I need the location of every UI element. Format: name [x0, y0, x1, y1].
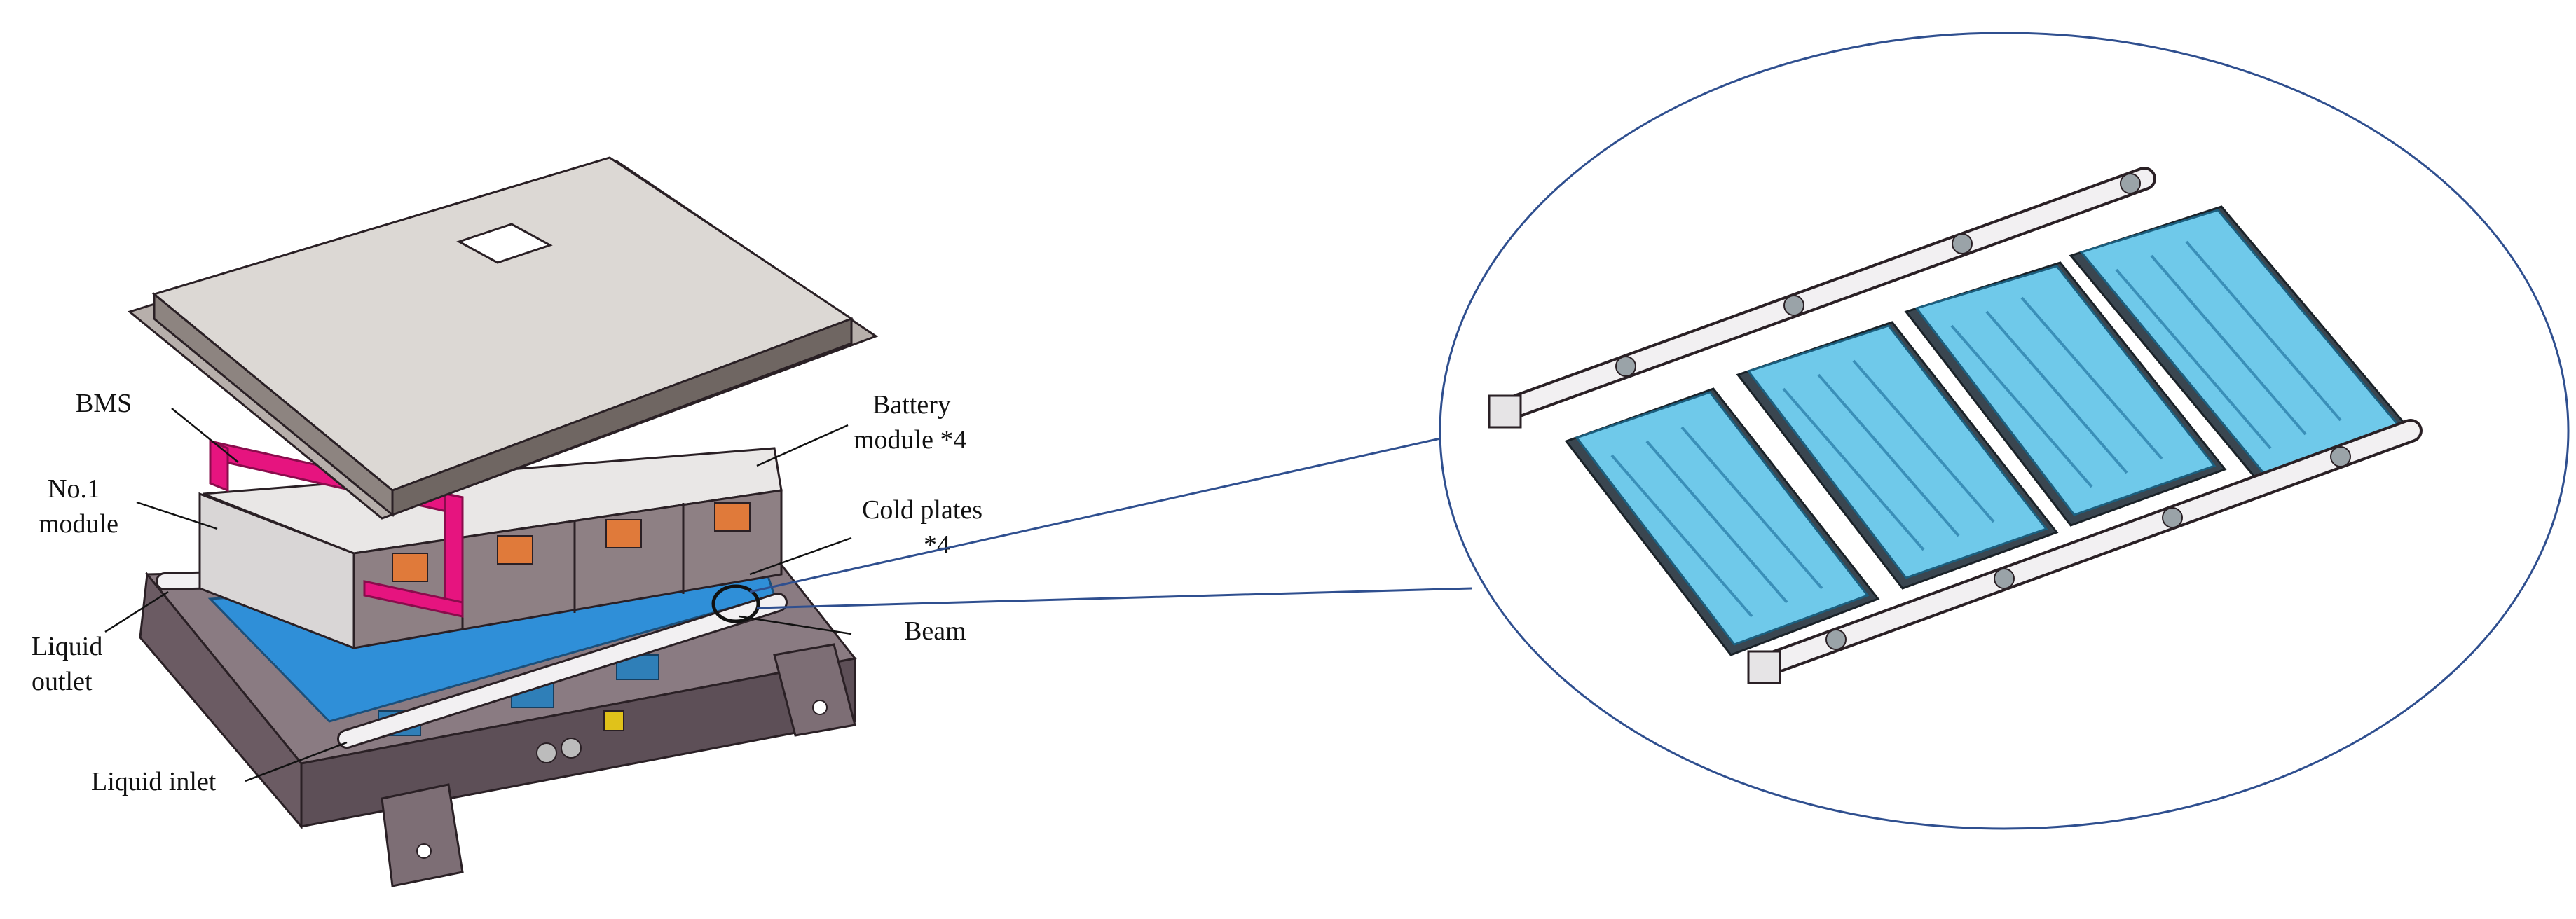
callout-line-lower [756, 587, 1472, 609]
leader-no1-module [136, 501, 218, 530]
detail-cold-plate-3 [1904, 261, 2227, 527]
battery-pack-exploded-view: BMS Battery module *4 No.1 module Cold p… [32, 156, 982, 887]
module-terminal-3 [605, 519, 642, 548]
pack-labels: BMS Battery module *4 No.1 module Cold p… [32, 389, 982, 796]
beam-magnifier-circle [711, 584, 760, 623]
detail-pipe-top [1488, 167, 2156, 429]
label-no1-module-line2: module [39, 509, 118, 539]
leader-battery-module [756, 424, 849, 467]
leader-bms [171, 408, 239, 463]
cover-side-right [391, 317, 853, 517]
detail-cold-plate-2 [1736, 321, 2059, 590]
label-liquid-inlet: Liquid inlet [91, 767, 217, 796]
detail-pipe-bottom [1747, 419, 2423, 684]
module-terminal-2 [497, 535, 533, 565]
mount-bracket-right [773, 643, 856, 737]
connector-yellow [603, 710, 624, 731]
callout-connector [749, 436, 1472, 609]
leader-liquid-inlet [245, 741, 348, 782]
connector-1 [536, 742, 557, 763]
mount-bracket-front-left [381, 783, 464, 887]
bms-frame-foot [363, 580, 464, 618]
pipe-inlet-fill [339, 595, 786, 747]
label-no1-module-line1: No.1 [48, 474, 100, 504]
cover-access-hatch [456, 223, 553, 264]
label-beam: Beam [904, 616, 966, 646]
top-cover [127, 156, 879, 520]
label-liquid-outlet-line1: Liquid [32, 632, 102, 661]
label-cold-plates-line1: Cold plates [862, 495, 982, 525]
label-bms: BMS [76, 389, 132, 418]
connector-2 [561, 738, 582, 759]
detail-fittings [1615, 173, 2351, 650]
leader-liquid-outlet [104, 590, 169, 633]
pipe-bottom-end-fitting [1747, 650, 1781, 684]
label-cold-plates-line2: *4 [924, 530, 950, 560]
module-no1-side [198, 492, 355, 650]
mount-hole-right [812, 700, 828, 715]
detail-cold-plate-4 [2069, 205, 2413, 485]
detail-cold-plate-1 [1564, 387, 1880, 656]
mount-hole-front-left [416, 843, 432, 859]
bms-frame-right [444, 492, 464, 604]
label-battery-module-line2: module *4 [854, 425, 966, 455]
cover-top [151, 156, 854, 492]
callout-line-upper [749, 436, 1444, 593]
bms-frame-left [209, 439, 229, 492]
module-terminal-1 [392, 553, 428, 582]
leader-lines [104, 408, 852, 782]
leader-beam [739, 615, 852, 635]
leader-cold-plates [749, 537, 852, 576]
module-terminal-4 [714, 502, 751, 532]
label-liquid-outlet-line2: outlet [32, 667, 93, 696]
label-battery-module-line1: Battery [872, 390, 951, 420]
pipe-top-end-fitting [1488, 394, 1522, 429]
cold-plate-detail-view [1439, 32, 2570, 830]
